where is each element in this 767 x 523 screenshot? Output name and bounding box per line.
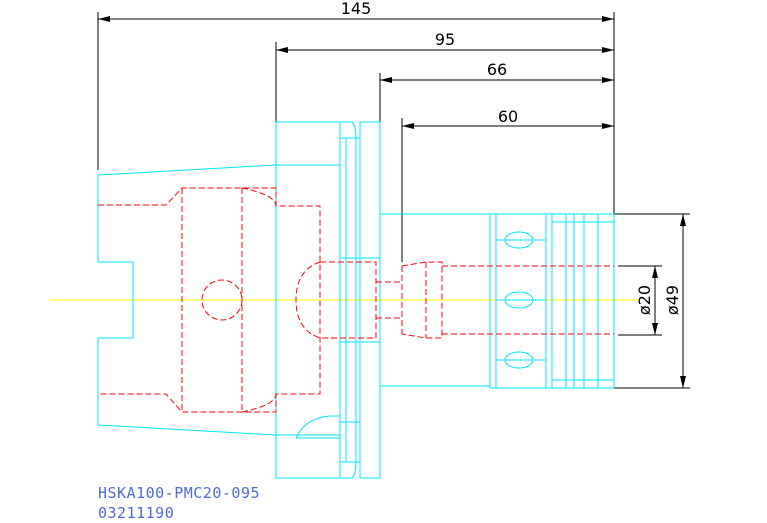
dim-d49-label: ø49 bbox=[663, 285, 682, 315]
tool-holder-outline bbox=[97, 121, 615, 479]
dim-95-label: 95 bbox=[435, 30, 455, 49]
dimension-labels: 145 95 66 60 ø20 ø49 bbox=[341, 0, 682, 315]
dim-60-label: 60 bbox=[498, 107, 518, 126]
dim-d20-label: ø20 bbox=[635, 285, 654, 315]
dim-145-label: 145 bbox=[341, 0, 372, 18]
dimension-lines bbox=[97, 12, 690, 389]
dim-66-label: 66 bbox=[487, 60, 507, 79]
order-code-text: 03211190 bbox=[98, 504, 174, 522]
hidden-lines bbox=[98, 187, 614, 413]
part-number-text: HSKA100-PMC20-095 bbox=[98, 484, 260, 502]
dimension-arrows bbox=[98, 16, 686, 388]
part-caption: HSKA100-PMC20-095 03211190 bbox=[98, 484, 260, 522]
